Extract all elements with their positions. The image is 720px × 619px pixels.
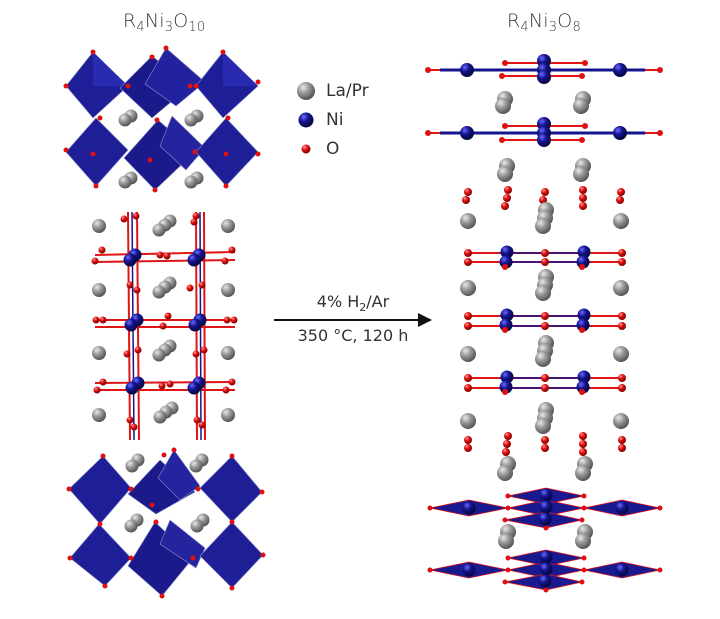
formula-subscript: 4 [520, 20, 529, 35]
formula-element: Ni [528, 10, 549, 32]
gray-sphere-icon [297, 81, 315, 100]
formula-element: O [557, 10, 573, 32]
formula-element: Ni [144, 10, 165, 32]
gas-text-suffix: /Ar [366, 292, 390, 311]
legend-label: Ni [326, 109, 344, 130]
legend-item-la-pr: La/Pr [296, 76, 369, 105]
gas-subscript: 2 [359, 301, 367, 315]
legend-item-ni: Ni [296, 105, 369, 134]
formula-element: O [173, 10, 189, 32]
gas-text: 4% H [316, 292, 360, 311]
right-top-planar-layers [425, 54, 663, 182]
left-middle-ball-stick-block [91, 211, 238, 441]
left-bottom-octahedra-block [66, 447, 266, 599]
formula-subscript: 8 [572, 20, 581, 35]
reaction-gas: 4% H2/Ar [272, 292, 434, 314]
legend-item-o: O [296, 134, 369, 163]
formula-subscript: 4 [136, 20, 145, 35]
right-bottom-planar-layers [427, 487, 663, 593]
legend-label: La/Pr [326, 80, 369, 101]
reaction-conditions: 4% H2/Ar 350 °C, 120 h [272, 292, 434, 352]
red-sphere-icon [301, 144, 311, 153]
left-structure-title: R4Ni3O10 [123, 10, 205, 35]
legend: La/Pr Ni O [296, 76, 369, 163]
formula-subscript: 3 [548, 20, 558, 35]
formula-element: R [507, 10, 521, 32]
formula-subscript: 10 [188, 20, 206, 35]
left-top-octahedra-block [63, 45, 261, 193]
right-structure-title: R4Ni3O8 [507, 10, 581, 35]
reaction-temperature-time: 350 °C, 120 h [297, 326, 409, 345]
right-middle-ball-stick-block [460, 186, 629, 481]
reaction-arrow [274, 313, 432, 327]
legend-label: O [326, 138, 340, 159]
formula-element: R [123, 10, 137, 32]
formula-subscript: 3 [164, 20, 174, 35]
blue-sphere-icon [298, 112, 314, 127]
